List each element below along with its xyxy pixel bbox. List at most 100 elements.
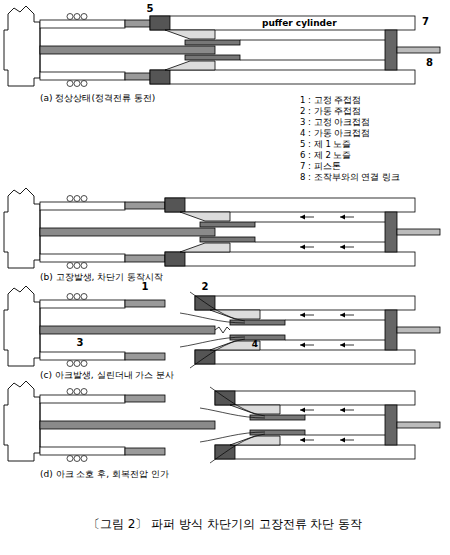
hollow-rod — [240, 60, 385, 61]
spring-ring — [67, 196, 73, 202]
callout-number: 4 — [252, 340, 258, 350]
moving-main-contact — [195, 296, 215, 310]
spring-ring — [67, 14, 73, 20]
link-rod — [397, 327, 440, 333]
gas-blast-line — [180, 313, 245, 323]
fixed-main-contact — [125, 448, 165, 455]
fixed-housing — [40, 254, 125, 262]
terminal-flange — [4, 6, 40, 86]
gas-flow-arrowhead — [340, 408, 345, 413]
gas-blast-line — [180, 337, 245, 347]
gas-flow-arrowhead — [300, 313, 305, 318]
moving-main-contact — [165, 198, 185, 212]
terminal-flange — [4, 286, 40, 366]
spring-ring — [81, 294, 87, 300]
first-nozzle — [210, 341, 260, 350]
gas-blast-line — [200, 408, 265, 418]
spring-ring — [67, 361, 73, 367]
hollow-rod — [285, 320, 385, 321]
puffer-cylinder-wall — [215, 445, 415, 459]
spring-ring — [67, 81, 73, 87]
fixed-housing — [40, 20, 125, 28]
first-nozzle — [165, 30, 215, 39]
puffer-cylinder-wall — [165, 252, 415, 266]
link-rod — [397, 229, 440, 235]
moving-arc-contact — [200, 237, 255, 242]
piston — [385, 310, 397, 350]
spring-ring — [74, 294, 80, 300]
moving-arc-contact — [200, 222, 255, 227]
piston — [385, 30, 397, 70]
gas-flow-arrowhead — [340, 343, 345, 348]
gas-blast-line — [190, 292, 245, 321]
hollow-rod — [285, 340, 385, 341]
moving-main-contact — [215, 391, 235, 405]
spring-ring — [67, 389, 73, 395]
link-rod — [397, 47, 440, 53]
parts-key-line: 3 : 고정 아크접점 — [300, 118, 370, 127]
parts-key-line: 2 : 가동 주접점 — [300, 107, 361, 116]
piston — [385, 212, 397, 252]
first-nozzle — [230, 405, 280, 414]
gas-blast-line — [200, 432, 265, 442]
electric-arc — [215, 327, 230, 333]
fixed-housing — [40, 395, 125, 403]
fixed-main-contact — [125, 353, 165, 360]
spring-ring — [74, 81, 80, 87]
fixed-housing — [40, 447, 125, 455]
gas-flow-arrowhead — [340, 215, 345, 220]
callout-number: 2 — [202, 281, 209, 292]
parts-key-line: 5 : 제 1 노즐 — [300, 140, 352, 149]
callout-number: 1 — [142, 281, 149, 292]
link-rod — [397, 422, 440, 428]
fixed-main-contact — [125, 202, 165, 209]
first-nozzle — [180, 243, 230, 252]
first-nozzle — [230, 436, 280, 445]
callout-number: 7 — [422, 16, 429, 27]
gas-flow-arrowhead — [300, 408, 305, 413]
puffer-cylinder-wall — [165, 198, 415, 212]
gas-flow-arrowhead — [340, 438, 345, 443]
moving-main-contact — [150, 16, 170, 30]
spring-ring — [74, 263, 80, 269]
piston — [385, 405, 397, 445]
hollow-rod — [240, 40, 385, 41]
terminal-flange — [4, 381, 40, 461]
spring-ring — [81, 389, 87, 395]
spring-ring — [81, 456, 87, 462]
gas-blast-line — [210, 434, 265, 463]
spring-ring — [74, 389, 80, 395]
first-nozzle — [180, 212, 230, 221]
panel-caption: (d) 아크 소호 후, 회복전압 인가 — [40, 470, 169, 480]
fixed-arc-contact — [40, 228, 215, 236]
puffer-cylinder-wall — [215, 391, 415, 405]
hollow-rod — [305, 415, 385, 416]
spring-ring — [81, 361, 87, 367]
part-label: puffer cylinder — [262, 19, 337, 29]
fixed-main-contact — [125, 255, 165, 262]
gas-blast-line — [210, 387, 265, 416]
fixed-arc-contact — [40, 46, 215, 54]
fixed-housing — [40, 202, 125, 210]
moving-arc-contact — [185, 40, 240, 45]
gas-blast-line — [190, 339, 245, 368]
moving-main-contact — [195, 350, 215, 364]
panel-caption: (a) 정상상태(정격전류 통전) — [40, 94, 155, 104]
moving-main-contact — [215, 445, 235, 459]
moving-arc-contact — [185, 55, 240, 60]
callout-number: 8 — [426, 57, 433, 68]
fixed-housing — [40, 300, 125, 308]
moving-main-contact — [165, 252, 185, 266]
parts-key-line: 7 : 피스톤 — [300, 162, 341, 171]
panel-caption: (c) 아크발생, 실린더내 가스 분사 — [40, 371, 174, 381]
parts-key-line: 4 : 가동 아크접점 — [300, 129, 370, 138]
puffer-cylinder-wall — [195, 350, 415, 364]
fixed-housing — [40, 72, 125, 80]
spring-ring — [81, 14, 87, 20]
spring-ring — [67, 294, 73, 300]
spring-ring — [81, 263, 87, 269]
gas-flow-arrowhead — [300, 343, 305, 348]
gas-flow-arrowhead — [300, 215, 305, 220]
callout-number: 3 — [77, 337, 84, 348]
hollow-rod — [305, 435, 385, 436]
